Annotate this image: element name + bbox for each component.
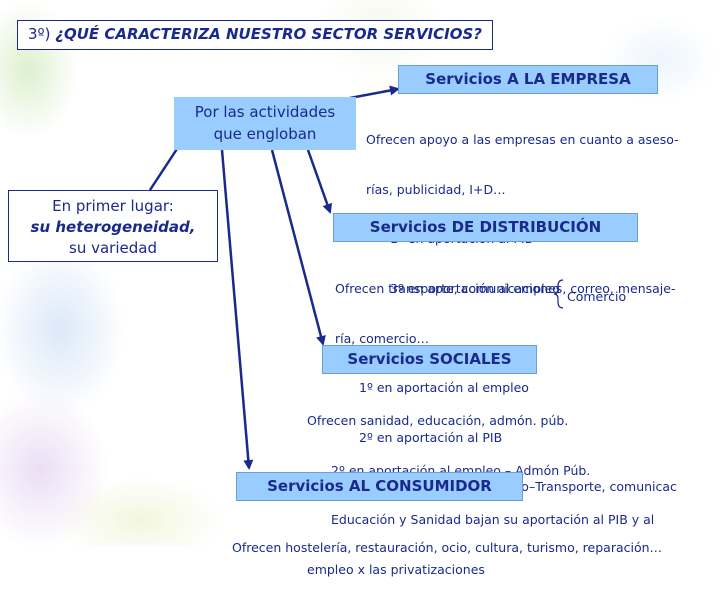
- root-line2: su heterogeneidad,: [30, 218, 196, 236]
- consumidor-desc-line1: Ofrecen hostelería, restauración, ocio, …: [232, 540, 663, 555]
- category-distribucion-box: Servicios DE DISTRIBUCIÓN: [333, 213, 638, 242]
- distribucion-rank1: 1º en aportación al empleo: [359, 380, 529, 395]
- distribucion-desc-line1: Ofrecen transporte, comunicaciones, corr…: [335, 281, 676, 296]
- category-distribucion-label: Servicios DE DISTRIBUCIÓN: [369, 218, 602, 236]
- root-line1: En primer lugar:: [52, 197, 174, 215]
- root-line3: su variedad: [69, 239, 157, 257]
- arrow-hub-to-distribucion: [306, 149, 333, 214]
- comercio-brace: [553, 279, 564, 309]
- category-sociales-box: Servicios SOCIALES: [322, 345, 537, 374]
- empresa-desc-line2: rías, publicidad, I+D…: [366, 181, 506, 197]
- category-empresa-box: Servicios A LA EMPRESA: [398, 65, 658, 94]
- arrow-hub-to-consumidor: [220, 149, 254, 470]
- category-empresa-label: Servicios A LA EMPRESA: [425, 70, 631, 88]
- category-consumidor-box: Servicios AL CONSUMIDOR: [236, 472, 523, 501]
- hub-line1: Por las actividades: [194, 103, 336, 121]
- empresa-rank2: 3º en aportación al empleo: [390, 280, 560, 296]
- empresa-desc-line1: Ofrecen apoyo a las empresas en cuanto a…: [366, 132, 679, 147]
- hub-line2: que engloban: [213, 125, 317, 143]
- root-heterogeneity-box: En primer lugar: su heterogeneidad, su v…: [8, 190, 218, 262]
- title-text: ¿QUÉ CARACTERIZA NUESTRO SECTOR SERVICIO…: [55, 25, 482, 43]
- activities-hub-box: Por las actividades que engloban: [174, 97, 356, 150]
- sociales-note1: Educación y Sanidad bajan su aportación …: [331, 512, 655, 527]
- comercio-brace-label: Comercio: [567, 289, 627, 304]
- distribucion-rank2: 2º en aportación al PIB: [359, 429, 503, 445]
- category-sociales-label: Servicios SOCIALES: [347, 350, 512, 368]
- distribucion-desc-line2: ría, comercio…: [335, 330, 429, 346]
- title-prefix: 3º): [28, 25, 51, 43]
- page-title: 3º) ¿QUÉ CARACTERIZA NUESTRO SECTOR SERV…: [17, 20, 493, 50]
- consumidor-description: Ofrecen hostelería, restauración, ocio, …: [232, 507, 662, 573]
- category-consumidor-label: Servicios AL CONSUMIDOR: [267, 477, 492, 495]
- arrow-hub-to-sociales: [270, 149, 326, 346]
- sociales-desc-line1: Ofrecen sanidad, educación, admón. púb.: [307, 413, 569, 428]
